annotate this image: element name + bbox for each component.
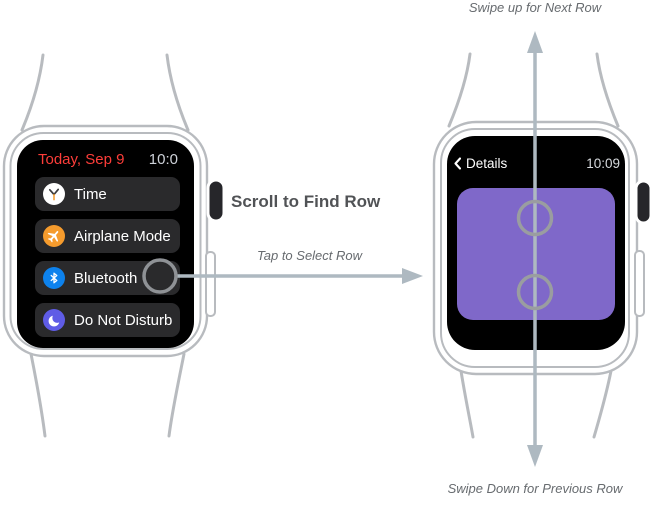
right-watch-band-bottom-left <box>459 369 475 439</box>
left-watch-band-top-right <box>165 53 190 132</box>
status-time: 10:09 <box>586 156 620 171</box>
left-watch-digital-crown[interactable] <box>206 178 226 223</box>
status-date: Today, Sep 9 <box>38 151 125 168</box>
swipe-down-annotation: Swipe Down for Previous Row <box>447 481 623 496</box>
settings-row-label: Time <box>74 185 107 203</box>
settings-row-time[interactable]: Time <box>35 177 180 211</box>
moon-icon <box>43 309 65 331</box>
settings-row-do-not-disturb[interactable]: Do Not Disturb <box>35 303 180 337</box>
tap-arrow-head <box>402 268 423 284</box>
swipe-down-arrow-head <box>527 445 543 467</box>
status-time: 10:0 <box>148 151 178 168</box>
right-watch-band-top-left <box>447 52 472 128</box>
settings-row-label: Bluetooth <box>74 269 138 287</box>
right-watch-digital-crown[interactable] <box>634 179 653 225</box>
settings-row-label: Airplane Mode <box>74 227 171 245</box>
selected-row-panel[interactable] <box>457 188 615 320</box>
settings-row-bluetooth[interactable]: Bluetooth <box>35 261 180 295</box>
right-watch-band-top-right <box>595 52 620 128</box>
clock-icon <box>43 183 65 205</box>
back-button[interactable]: Details <box>454 156 507 171</box>
left-watch-band-top-left <box>20 53 45 132</box>
settings-row-airplane-mode[interactable]: Airplane Mode <box>35 219 180 253</box>
left-watch-side-button[interactable] <box>205 251 216 317</box>
scroll-annotation: Scroll to Find Row <box>231 192 381 211</box>
swipe-up-arrow-head <box>527 31 543 53</box>
settings-row-label: Do Not Disturb <box>74 311 173 329</box>
tap-annotation: Tap to Select Row <box>257 248 363 263</box>
swipe-up-annotation: Swipe up for Next Row <box>468 0 602 15</box>
right-watch-side-button[interactable] <box>634 250 645 317</box>
bluetooth-icon <box>43 267 65 289</box>
chevron-left-icon <box>454 157 461 170</box>
left-watch-band-bottom-right <box>167 352 186 438</box>
left-watch-band-bottom-left <box>29 352 47 438</box>
right-watch-band-bottom-right <box>592 369 613 439</box>
right-watch-screen: Details 10:09 <box>447 136 625 350</box>
airplane-icon <box>43 225 65 247</box>
back-button-label: Details <box>466 156 508 171</box>
